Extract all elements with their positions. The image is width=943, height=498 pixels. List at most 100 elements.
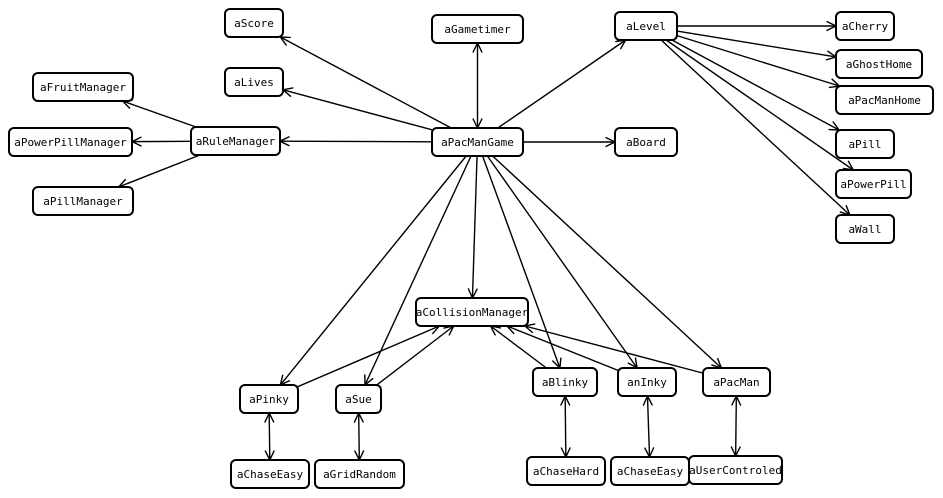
node-box [617,367,677,397]
edge-line [279,36,452,129]
node-aGhostHome[interactable]: aGhostHome [835,49,923,79]
node-aPinky[interactable]: aPinky [239,384,299,414]
edge-line [297,325,440,388]
edge-line [279,155,467,386]
node-box [415,297,529,327]
node-aChaseHard[interactable]: aChaseHard [526,456,606,486]
node-aPillManager[interactable]: aPillManager [32,186,134,216]
edge-aLevel-to-aPacManHome [676,34,841,89]
node-aSue[interactable]: aSue [335,384,382,414]
edge-aRuleManager-to-aPillManager [117,154,201,189]
node-aWall[interactable]: aWall [835,214,895,244]
edge-aPacManGame-to-aRuleManager [279,136,433,147]
node-label: aWall [848,223,881,236]
edge-line [492,155,722,369]
node-box [431,127,524,157]
edge-aBlinky-to-aChaseHard [560,395,571,458]
node-aBoard[interactable]: aBoard [614,127,678,157]
edge-line [564,395,567,458]
edge-aRuleManager-to-aPowerPillManager [131,136,192,147]
node-aPacManHome[interactable]: aPacManHome [835,85,934,115]
edge-aBlinky-to-aCollisionManager [489,325,547,369]
node-aRuleManager[interactable]: aRuleManager [190,126,281,156]
node-label: aPacMan [713,376,759,389]
edge-line [471,155,478,299]
edge-line [734,395,738,457]
arrowhead [627,357,638,369]
node-aPacManGame[interactable]: aPacManGame [431,127,524,157]
node-box [230,459,310,489]
edge-line [282,89,433,131]
node-box [614,127,678,157]
edge-aPacManGame-to-aBlinky [481,155,562,369]
node-box [32,72,134,102]
arrowhead [842,160,855,171]
node-aPowerPill[interactable]: aPowerPill [835,169,912,199]
edge-line [676,30,837,58]
node-box [32,186,134,216]
edge-line [357,412,361,461]
node-box [239,384,299,414]
node-box [8,127,133,157]
edge-aPacManGame-to-aPacMan [492,155,723,369]
edge-line [524,325,704,374]
edge-line [497,39,627,129]
edge-line [376,325,455,386]
edge-aPacManGame-to-aLevel [497,39,627,129]
node-aGametimer[interactable]: aGametimer [431,14,524,44]
node-box [190,126,281,156]
node-aGridRandom[interactable]: aGridRandom [314,459,405,489]
edge-aRuleManager-to-aFruitManager [121,99,197,128]
edge-aPacManGame-to-aCollisionManager [467,155,478,299]
edge-aPinky-to-aChaseEasy1 [264,412,275,461]
nodes-layer: aScore aGametimer aLevel aCherry aGhostHome a… [8,8,934,489]
node-label: aCollisionManager [416,306,529,319]
node-label: aPowerPill [840,178,906,191]
edge-line [268,412,271,461]
edge-line [676,34,840,87]
node-aLives[interactable]: aLives [224,67,284,97]
node-label: aRuleManager [196,135,276,148]
edge-line [671,39,840,131]
node-label: aPill [848,138,881,151]
edge-line [486,155,638,369]
node-box [224,8,284,38]
node-box [702,367,771,397]
node-label: aGametimer [444,23,511,36]
node-anInky[interactable]: anInky [617,367,677,397]
edge-line [279,140,433,143]
node-aLevel[interactable]: aLevel [614,11,678,41]
node-label: aChaseEasy [237,468,304,481]
node-box [835,11,895,41]
node-aScore[interactable]: aScore [224,8,284,38]
node-label: aChaseEasy [617,465,684,478]
node-label: aPowerPillManager [14,136,127,149]
node-box [835,214,895,244]
node-label: aPillManager [43,195,123,208]
node-label: aFruitManager [40,81,126,94]
node-label: aChaseHard [533,465,599,478]
edge-line [122,100,197,128]
node-aPill[interactable]: aPill [835,129,895,159]
edge-aPacMan-to-aCollisionManager [524,323,704,374]
node-aBlinky[interactable]: aBlinky [532,367,598,397]
node-box [431,14,524,44]
node-label: aBlinky [542,376,589,389]
node-aCollisionManager[interactable]: aCollisionManager [415,297,529,327]
node-aChaseEasy1[interactable]: aChaseEasy [230,459,310,489]
node-box [614,11,678,41]
node-label: aScore [234,17,274,30]
node-label: aLives [234,76,274,89]
node-aChaseEasy2[interactable]: aChaseEasy [610,456,690,486]
edge-anInky-to-aCollisionManager [506,324,619,372]
node-label: aCherry [842,20,889,33]
edge-line [665,39,854,171]
node-aPacMan[interactable]: aPacMan [702,367,771,397]
node-label: aGhostHome [846,58,912,71]
node-aPowerPillManager[interactable]: aPowerPillManager [8,127,133,157]
node-aFruitManager[interactable]: aFruitManager [32,72,134,102]
node-aUserControled[interactable]: aUserControled [688,455,783,485]
node-aCherry[interactable]: aCherry [835,11,895,41]
edge-line [660,39,851,216]
